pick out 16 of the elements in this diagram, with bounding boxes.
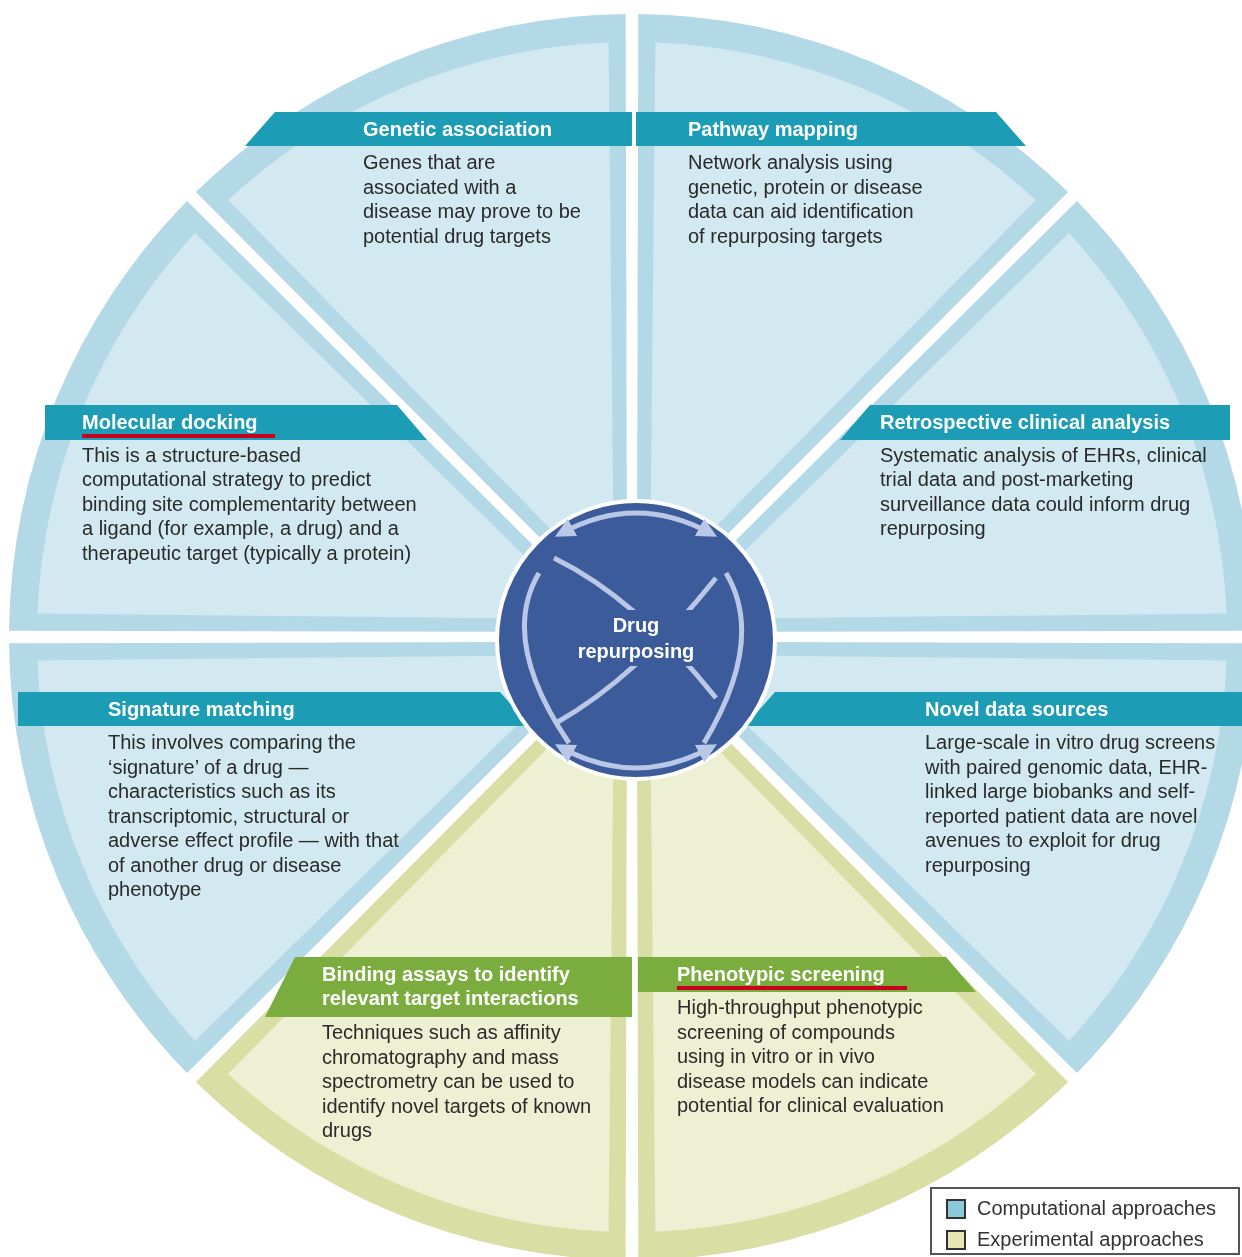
description-text: This involves comparing the ‘signature’ of a drug — characteristics such as its transcriptomic, structural or adverse effect profile — with that of another drug or disease phenotype bbox=[108, 730, 400, 902]
section-heading: Binding assays to identify relevant target interactions bbox=[265, 957, 632, 1017]
description-text: High-throughput phenotypic screening of compounds using in vitro or in vivo disease models can indicate potential for clinical evaluation bbox=[677, 995, 945, 1118]
section-heading: Phenotypic screening bbox=[638, 957, 976, 992]
section-heading: Pathway mapping bbox=[636, 112, 1026, 146]
description-text: Techniques such as affinity chromatography and mass spectrometry can be used to identify novel targets of known drugs bbox=[322, 1020, 593, 1143]
description-text: Genes that are associated with a disease may prove to be potential drug targets bbox=[363, 150, 582, 248]
description-text: This is a structure-based computational strategy to predict binding site complementarity between a ligand (for example, a drug) and a therapeutic target (typically a protein) bbox=[82, 443, 418, 566]
section-heading: Retrospective clinical analysis bbox=[840, 405, 1230, 440]
legend-label: Computational approaches bbox=[977, 1196, 1217, 1221]
section-heading: Genetic association bbox=[245, 112, 632, 146]
description-text: Network analysis using genetic, protein or disease data can aid identification of repurposing targets bbox=[688, 150, 924, 248]
section-heading: Novel data sources bbox=[745, 692, 1242, 726]
description-text: Systematic analysis of EHRs, clinical trial data and post-marketing surveillance data could inform drug repurposing bbox=[880, 443, 1208, 541]
legend-label: Experimental approaches bbox=[977, 1227, 1204, 1252]
description-text: Large-scale in vitro drug screens with paired genomic data, EHR-linked large biobanks and self-reported patient data are novel avenues to exploit for drug repurposing bbox=[925, 730, 1217, 877]
